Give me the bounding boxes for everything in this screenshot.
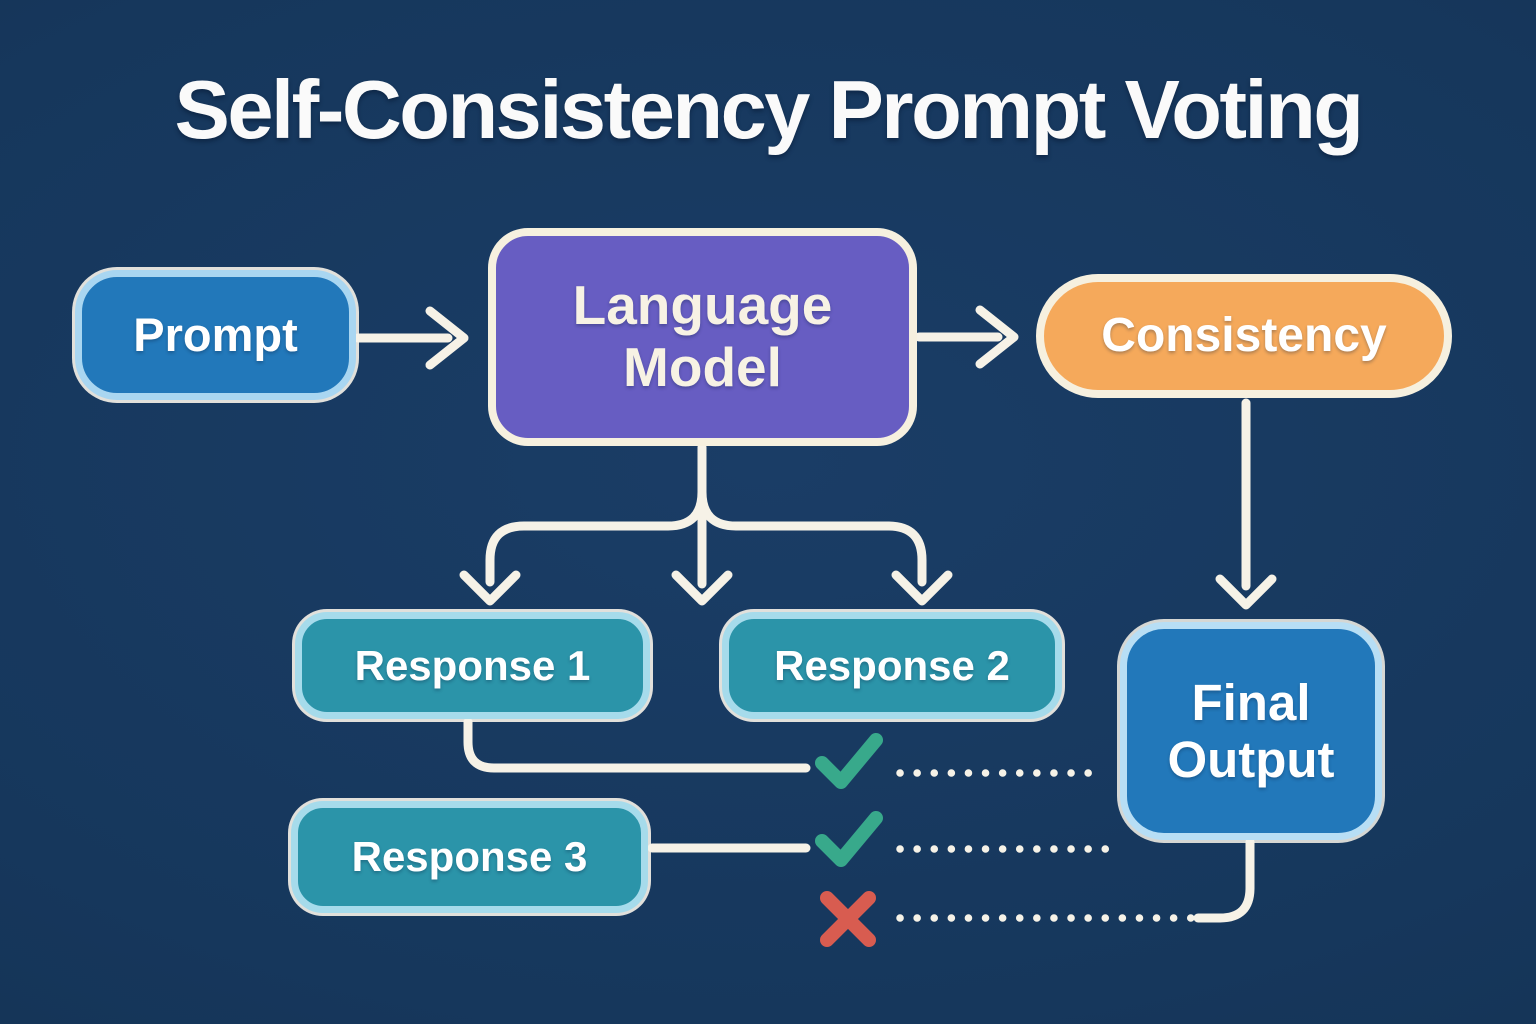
response-3-label: Response 3 bbox=[351, 833, 588, 881]
consistency-label: Consistency bbox=[1101, 309, 1387, 363]
arrowhead-right-icon bbox=[425, 306, 469, 370]
node-language-model: Language Model bbox=[488, 228, 917, 446]
node-prompt: Prompt bbox=[75, 270, 356, 400]
response-2-label: Response 2 bbox=[774, 641, 1010, 689]
cross-icon bbox=[820, 891, 876, 947]
page-title: Self-Consistency Prompt Voting bbox=[174, 63, 1364, 156]
check-icon bbox=[815, 811, 883, 867]
final-output-line1: Final bbox=[1191, 673, 1311, 731]
connector-response1-to-vote bbox=[463, 717, 811, 773]
prompt-label: Prompt bbox=[133, 307, 298, 361]
node-consistency: Consistency bbox=[1036, 274, 1452, 398]
arrowhead-down-icon bbox=[1215, 574, 1277, 610]
node-response-2: Response 2 bbox=[722, 612, 1062, 719]
arrowhead-right-icon bbox=[975, 305, 1019, 369]
language-model-line2: Model bbox=[623, 336, 782, 398]
node-response-1: Response 1 bbox=[295, 612, 650, 719]
arrow-lm-to-response2 bbox=[697, 443, 927, 587]
arrowhead-down-icon bbox=[671, 570, 733, 606]
arrowhead-down-icon bbox=[459, 570, 521, 606]
arrowhead-down-icon bbox=[891, 570, 953, 606]
check-icon bbox=[815, 733, 883, 789]
final-output-label: Final Output bbox=[1167, 674, 1334, 788]
connector-final-output-to-vote bbox=[1193, 837, 1255, 923]
language-model-label: Language Model bbox=[573, 275, 833, 398]
arrow-lm-to-response1 bbox=[485, 443, 707, 587]
node-final-output: Final Output bbox=[1120, 622, 1382, 840]
response-1-label: Response 1 bbox=[354, 641, 591, 689]
node-response-3: Response 3 bbox=[291, 801, 648, 913]
final-output-line2: Output bbox=[1167, 731, 1335, 788]
language-model-line1: Language bbox=[572, 274, 833, 337]
